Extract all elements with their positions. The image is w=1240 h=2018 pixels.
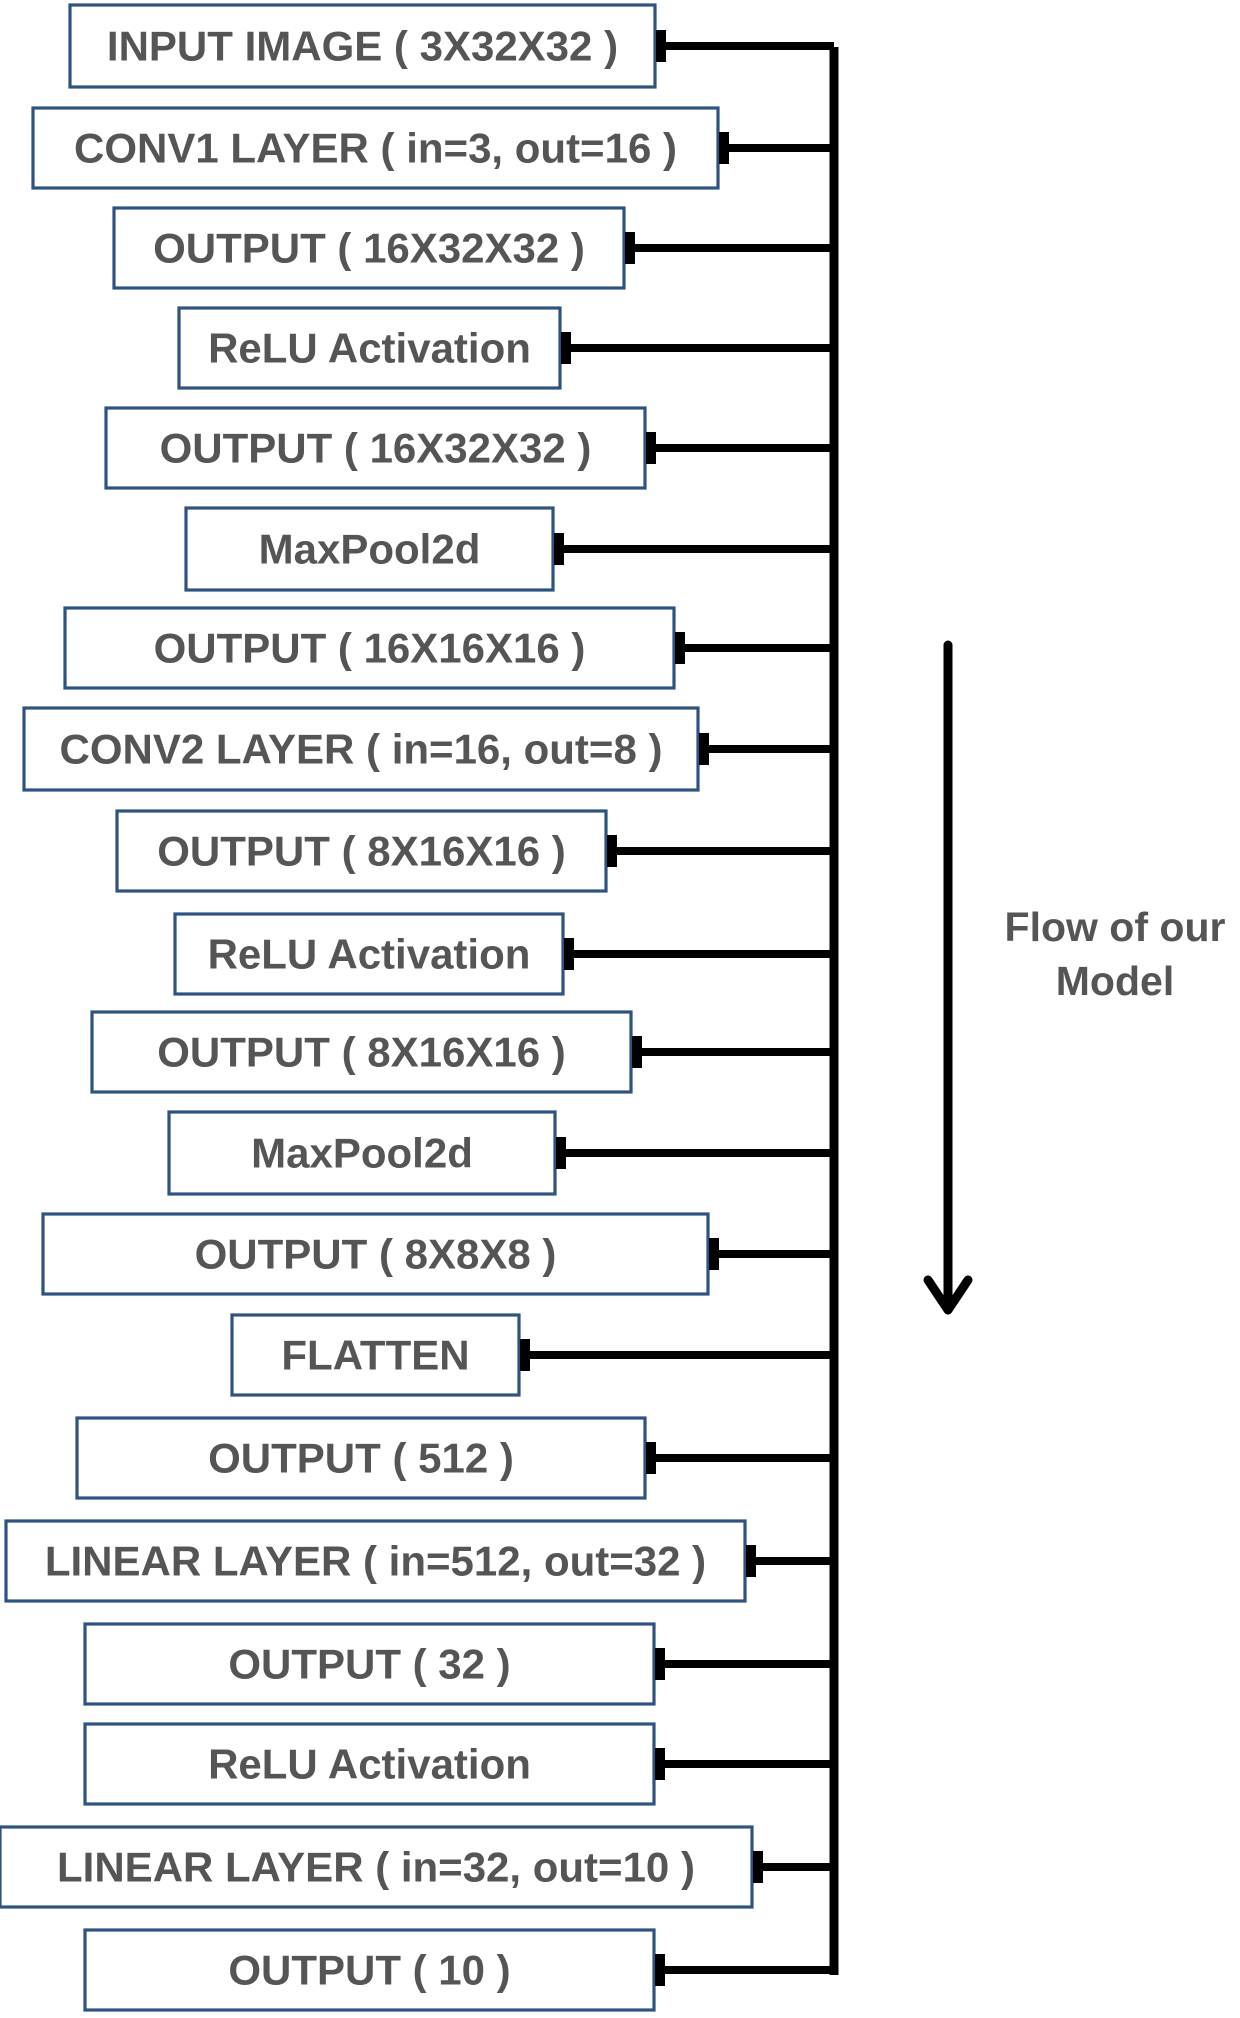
- flow-label-line2: Model: [1055, 958, 1175, 1004]
- layer-box: [41, 1212, 710, 1296]
- layer-label: LINEAR LAYER ( in=512, out=32 ): [45, 1538, 706, 1585]
- layer-row: FLATTEN: [230, 1313, 834, 1397]
- layer-row: ReLU Activation: [83, 1722, 834, 1806]
- layer-label: MaxPool2d: [259, 526, 481, 573]
- layer-label: OUTPUT ( 512 ): [208, 1435, 514, 1482]
- flow-arrow: [923, 640, 973, 1315]
- flow-label-line1: Flow of our: [1004, 904, 1226, 950]
- layer-box: [112, 206, 626, 290]
- layer-row: ReLU Activation: [177, 306, 834, 390]
- layer-box: [177, 306, 562, 390]
- layer-box: [31, 106, 720, 190]
- layer-label: OUTPUT ( 8X16X16 ): [157, 828, 565, 875]
- layer-row: ReLU Activation: [173, 912, 834, 996]
- layer-box: [83, 1928, 656, 2012]
- layers-group: INPUT IMAGE ( 3X32X32 ) CONV1 LAYER ( in=…: [0, 3, 834, 2012]
- layer-label: OUTPUT ( 16X16X16 ): [154, 625, 586, 672]
- layer-row: OUTPUT ( 512 ): [75, 1416, 834, 1500]
- layer-label: OUTPUT ( 8X8X8 ): [195, 1231, 557, 1278]
- layer-box: [68, 3, 657, 89]
- layer-row: CONV2 LAYER ( in=16, out=8 ): [22, 706, 834, 792]
- layer-row: OUTPUT ( 16X16X16 ): [63, 606, 834, 690]
- layer-row: OUTPUT ( 32 ): [83, 1622, 834, 1706]
- layer-row: OUTPUT ( 16X32X32 ): [112, 206, 834, 290]
- layer-row: MaxPool2d: [184, 506, 834, 592]
- layer-label: OUTPUT ( 32 ): [228, 1641, 510, 1688]
- flow-arrow-head-icon: [923, 1275, 973, 1315]
- layer-label: LINEAR LAYER ( in=32, out=10 ): [57, 1844, 695, 1891]
- layer-box: [0, 1825, 754, 1909]
- layer-label: MaxPool2d: [251, 1130, 473, 1177]
- layer-row: LINEAR LAYER ( in=512, out=32 ): [4, 1519, 834, 1603]
- layer-row: MaxPool2d: [167, 1110, 834, 1196]
- layer-row: OUTPUT ( 8X8X8 ): [41, 1212, 834, 1296]
- layer-box: [104, 406, 647, 490]
- layer-row: OUTPUT ( 10 ): [83, 1928, 834, 2012]
- layer-label: ReLU Activation: [208, 931, 531, 978]
- layer-label: ReLU Activation: [208, 1741, 531, 1788]
- layer-row: LINEAR LAYER ( in=32, out=10 ): [0, 1825, 834, 1909]
- layer-row: OUTPUT ( 8X16X16 ): [90, 1010, 834, 1094]
- layer-label: INPUT IMAGE ( 3X32X32 ): [107, 23, 618, 70]
- layer-box: [184, 506, 555, 592]
- layer-label: OUTPUT ( 16X32X32 ): [160, 425, 592, 472]
- layer-box: [63, 606, 676, 690]
- layer-box: [230, 1313, 521, 1397]
- layer-label: CONV1 LAYER ( in=3, out=16 ): [74, 125, 677, 172]
- layer-row: OUTPUT ( 16X32X32 ): [104, 406, 834, 490]
- layer-label: OUTPUT ( 8X16X16 ): [157, 1029, 565, 1076]
- layer-box: [83, 1622, 656, 1706]
- layer-row: OUTPUT ( 8X16X16 ): [115, 809, 834, 893]
- layer-label: OUTPUT ( 10 ): [228, 1947, 510, 1994]
- layer-box: [167, 1110, 557, 1196]
- layer-box: [90, 1010, 633, 1094]
- layer-box: [4, 1519, 747, 1603]
- layer-box: [83, 1722, 656, 1806]
- layer-box: [115, 809, 608, 893]
- layer-box: [173, 912, 565, 996]
- layer-label: CONV2 LAYER ( in=16, out=8 ): [60, 726, 663, 773]
- layer-row: INPUT IMAGE ( 3X32X32 ): [68, 3, 834, 89]
- layer-box: [75, 1416, 647, 1500]
- layer-row: CONV1 LAYER ( in=3, out=16 ): [31, 106, 834, 190]
- flow-label: Flow of our Model: [970, 900, 1240, 1008]
- layer-box: [22, 706, 700, 792]
- layer-label: ReLU Activation: [208, 325, 531, 372]
- layer-label: OUTPUT ( 16X32X32 ): [153, 225, 585, 272]
- layer-label: FLATTEN: [281, 1332, 469, 1379]
